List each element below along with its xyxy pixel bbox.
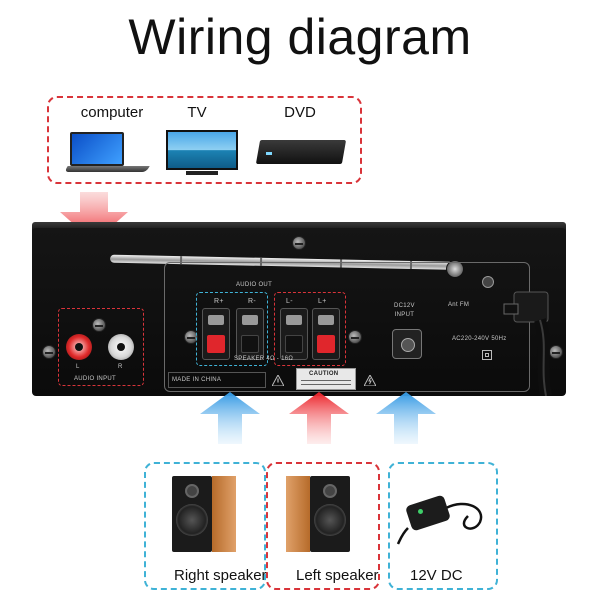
terminal-r-minus	[236, 308, 264, 360]
amplifier-top-edge	[32, 222, 566, 232]
right-speaker-arrow-icon	[200, 392, 260, 444]
adapter-led	[418, 509, 423, 514]
dc-adapter-group	[388, 462, 498, 590]
l-minus-label: L-	[286, 298, 293, 305]
dc-input-label: DC12V INPUT	[394, 303, 415, 318]
left-speaker-group	[266, 462, 380, 590]
audio-input-label: AUDIO INPUT	[74, 376, 116, 382]
right-channel-highlight	[196, 292, 268, 366]
screw-icon	[292, 236, 306, 250]
right-speaker-icon	[172, 476, 236, 552]
screw-icon	[348, 330, 362, 344]
warning-triangle-icon	[272, 375, 284, 386]
right-speaker-group	[144, 462, 266, 590]
rca-left-jack	[66, 334, 92, 360]
ac-rating-label: AC220-240V 50Hz	[452, 336, 507, 342]
left-speaker-label: Left speaker	[296, 567, 379, 584]
dc-label: 12V DC	[410, 567, 463, 584]
rca-r-label: R	[118, 364, 123, 370]
audio-input-arrow-icon	[60, 192, 128, 242]
left-speaker-icon	[286, 476, 350, 552]
dc-adapter-cable	[396, 502, 483, 545]
lightning-warning-icon	[364, 375, 376, 386]
power-cord	[503, 291, 552, 396]
rca-right-jack	[108, 334, 134, 360]
dc-power-arrow-icon	[376, 392, 436, 444]
antenna-base-icon	[446, 260, 464, 278]
source-devices-group	[47, 96, 362, 184]
dc-input-jack	[392, 329, 422, 359]
ant-fm-label: Ant FM	[448, 302, 470, 308]
terminal-l-plus	[312, 308, 340, 360]
l-plus-label: L+	[318, 298, 327, 305]
rca-l-label: L	[76, 364, 80, 370]
screw-icon	[42, 345, 56, 359]
screw-icon	[92, 318, 106, 332]
tv-label: TV	[187, 104, 207, 121]
fm-socket-icon	[482, 276, 494, 288]
output-panel	[164, 262, 530, 392]
right-speaker-label: Right speaker	[174, 567, 267, 584]
page-title: Wiring diagram	[128, 9, 472, 65]
caution-sticker: CAUTION	[296, 368, 356, 390]
speaker-rating-label: SPEAKER 4Ω - 16Ω	[234, 356, 294, 362]
left-speaker-arrow-icon	[289, 392, 349, 444]
class-two-icon	[482, 350, 492, 360]
audio-out-label: AUDIO OUT	[236, 282, 273, 288]
r-minus-label: R-	[248, 298, 256, 305]
made-in-china-strip: MADE IN CHINA	[168, 372, 266, 388]
audio-input-highlight	[58, 308, 144, 386]
dvd-label: DVD	[284, 104, 316, 121]
screw-icon	[184, 330, 198, 344]
terminal-l-minus	[280, 308, 308, 360]
r-plus-label: R+	[214, 298, 224, 305]
terminal-r-plus	[202, 308, 230, 360]
left-channel-highlight	[274, 292, 346, 366]
computer-label: computer	[80, 104, 144, 121]
